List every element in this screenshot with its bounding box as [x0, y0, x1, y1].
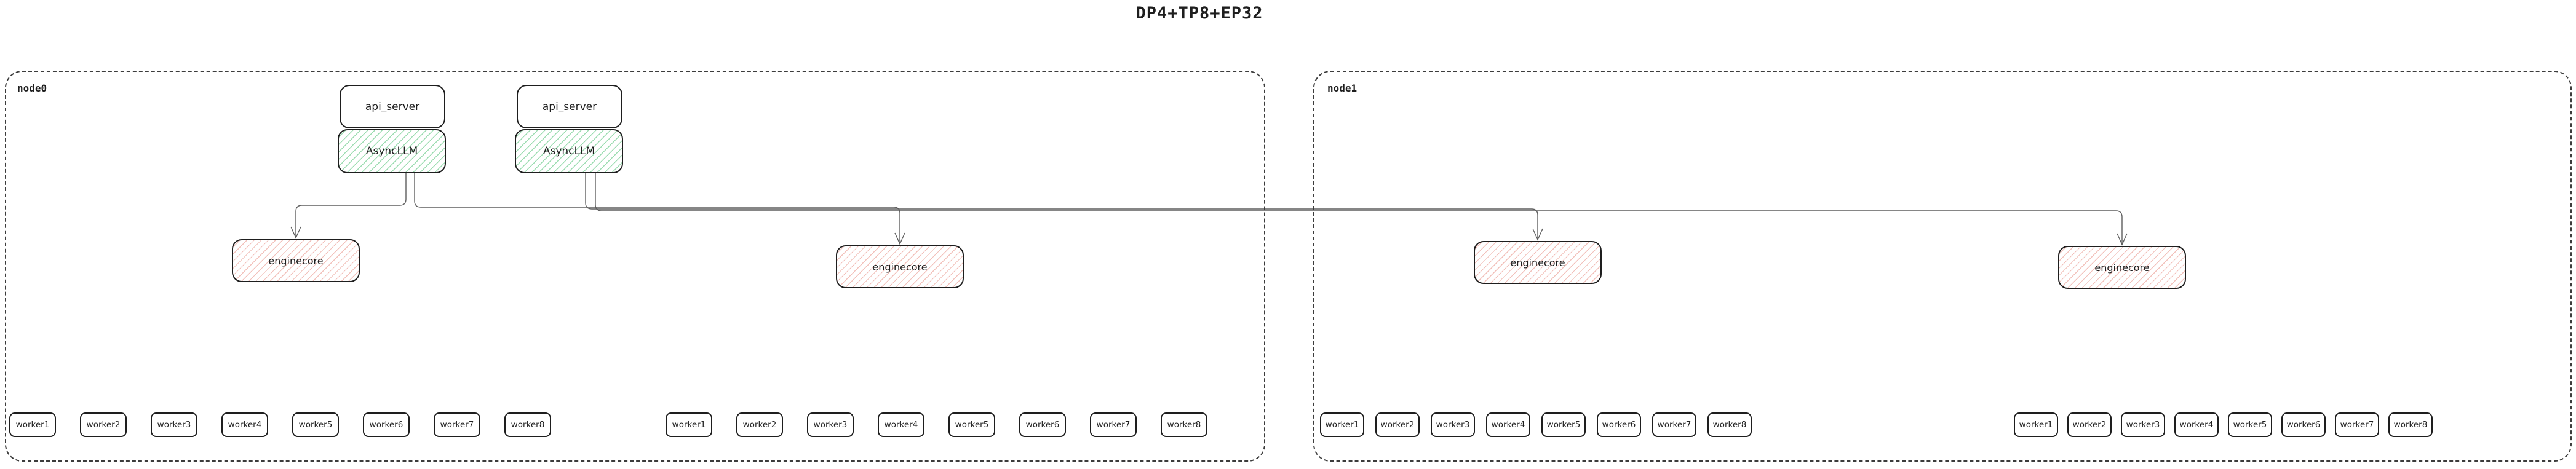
worker-box: worker2	[1375, 412, 1420, 437]
connector-asyncllm1-to-enginecore2-arrowhead-icon	[894, 232, 905, 245]
asyncllm-box-1: AsyncLLM	[338, 129, 446, 173]
worker-box: worker5	[1541, 412, 1586, 437]
api-server-box-2: api_server	[517, 85, 622, 128]
enginecore-box-1: enginecore	[232, 239, 360, 282]
connector-asyncllm2-to-enginecore4-line	[595, 173, 2123, 244]
worker-box: worker4	[221, 412, 268, 437]
worker-box: worker2	[80, 412, 127, 437]
worker-box: worker6	[363, 412, 410, 437]
worker-box: worker3	[2121, 412, 2165, 437]
diagram-title: DP4+TP8+EP32	[1135, 4, 1263, 23]
connector-asyncllm1-to-enginecore1-line	[295, 173, 407, 237]
worker-box: worker8	[1161, 412, 1207, 437]
worker-box: worker7	[434, 412, 480, 437]
worker-box: worker1	[9, 412, 56, 437]
worker-box: worker5	[948, 412, 995, 437]
worker-box: worker5	[292, 412, 339, 437]
node1-container	[1313, 71, 2572, 462]
worker-box: worker6	[2281, 412, 2326, 437]
connector-asyncllm2-to-enginecore3-line	[585, 173, 1538, 239]
worker-box: worker7	[2335, 412, 2379, 437]
worker-box: worker4	[2174, 412, 2219, 437]
worker-box: worker8	[2388, 412, 2433, 437]
node1-label: node1	[1327, 82, 1358, 94]
connector-asyncllm1-to-enginecore1-arrowhead-icon	[290, 226, 301, 239]
worker-box: worker7	[1652, 412, 1696, 437]
worker-box: worker1	[2014, 412, 2058, 437]
worker-box: worker1	[666, 412, 712, 437]
worker-box: worker4	[1486, 412, 1530, 437]
worker-box: worker2	[2067, 412, 2112, 437]
worker-box: worker8	[504, 412, 551, 437]
connector-asyncllm2-to-enginecore3-arrowhead-icon	[1532, 228, 1543, 241]
enginecore-box-3: enginecore	[1474, 241, 1602, 284]
worker-box: worker6	[1597, 412, 1641, 437]
worker-box: worker6	[1019, 412, 1066, 437]
worker-box: worker5	[2228, 412, 2272, 437]
node0-label: node0	[17, 82, 47, 94]
worker-box: worker2	[736, 412, 783, 437]
enginecore-box-2: enginecore	[836, 245, 964, 288]
worker-box: worker4	[878, 412, 924, 437]
worker-box: worker8	[1707, 412, 1752, 437]
connector-asyncllm2-to-enginecore4-arrowhead-icon	[2117, 233, 2128, 246]
worker-box: worker3	[807, 412, 854, 437]
api-server-box-1: api_server	[340, 85, 445, 128]
worker-box: worker1	[1320, 412, 1364, 437]
worker-box: worker7	[1090, 412, 1137, 437]
worker-box: worker3	[1431, 412, 1475, 437]
node0-container	[5, 71, 1265, 462]
enginecore-box-4: enginecore	[2058, 246, 2186, 289]
worker-box: worker3	[151, 412, 197, 437]
asyncllm-box-2: AsyncLLM	[515, 129, 623, 173]
